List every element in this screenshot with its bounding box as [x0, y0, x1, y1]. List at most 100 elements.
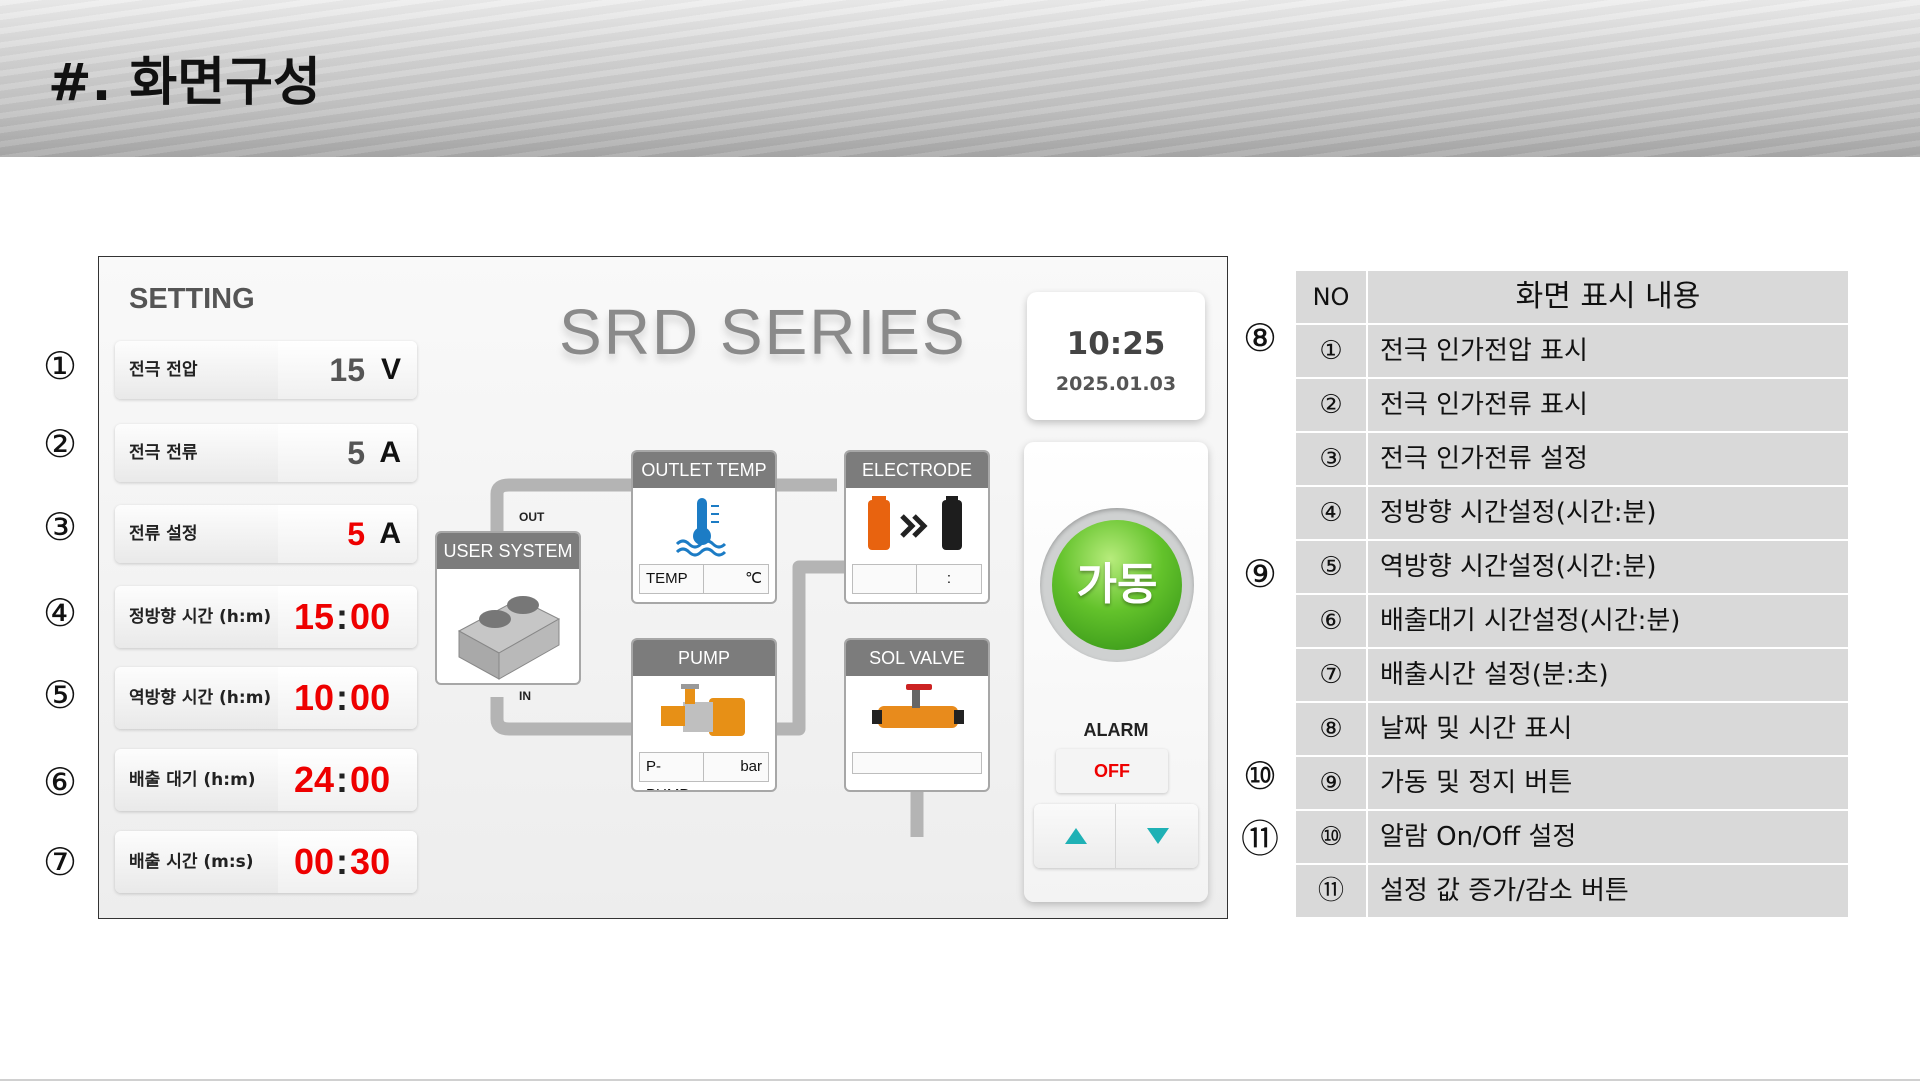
current-setting-input[interactable]: 5 A [278, 505, 417, 563]
clock-panel: 10:25 2025.01.03 [1027, 292, 1205, 420]
row-label: 전극 전압 [129, 360, 198, 380]
row-label: 정방향 시간 (h:m) [129, 607, 272, 627]
drain-wait-input[interactable]: 24:00 [278, 749, 417, 811]
electrode-icon [868, 496, 962, 550]
hours: 10 [294, 677, 335, 718]
control-panel: 가동 ALARM OFF [1024, 442, 1208, 902]
row-forward-time[interactable]: 정방향 시간 (h:m) 15:00 [115, 586, 417, 648]
electrode-field [853, 565, 917, 593]
row-desc: 배출대기 시간설정(시간:분) [1368, 595, 1848, 647]
card-title: OUTLET TEMP [633, 452, 775, 488]
marker-11: ⑪ [1240, 817, 1279, 861]
alarm-toggle-button[interactable]: OFF [1056, 749, 1168, 793]
hmi-screen: SETTING 전극 전압 15 V 전극 전류 5 A 전류 설정 5 A 정… [98, 256, 1228, 919]
bottom-divider [0, 1079, 1920, 1081]
row-no: ③ [1296, 433, 1366, 485]
increase-button[interactable] [1034, 804, 1116, 868]
row-no: ④ [1296, 487, 1366, 539]
clock-date: 2025.01.03 [1055, 373, 1177, 395]
pump-icon [661, 684, 745, 736]
row-no: ② [1296, 379, 1366, 431]
marker-6: ⑥ [42, 760, 78, 804]
row-label: 전류 설정 [129, 524, 198, 544]
pipe-pump-electrode [759, 560, 844, 736]
header-no: NO [1296, 271, 1366, 323]
row-label: 전극 전류 [129, 443, 198, 463]
row-desc: 배출시간 설정(분:초) [1368, 649, 1848, 701]
row-electrode-voltage: 전극 전압 15 V [115, 341, 417, 399]
forward-time-input[interactable]: 15:00 [278, 586, 417, 648]
row-desc: 날짜 및 시간 표시 [1368, 703, 1848, 755]
arrow-down-icon [1147, 828, 1169, 844]
hours: 24 [294, 759, 335, 800]
minutes: 00 [350, 759, 391, 800]
electrode-card: ELECTRODE : [844, 450, 990, 604]
value-box: 5 A [278, 424, 417, 482]
pump-readout: P-PUMP bar [639, 752, 769, 790]
card-title: PUMP [633, 640, 775, 676]
colon: : [336, 841, 349, 882]
thermometer-icon [675, 498, 727, 557]
pump-unit: bar [740, 758, 762, 775]
marker-9: ⑨ [1242, 552, 1278, 596]
row-electrode-current: 전극 전류 5 A [115, 424, 417, 482]
user-system-card: USER SYSTEM [435, 531, 581, 685]
marker-4: ④ [42, 591, 78, 635]
drain-time-input[interactable]: 00:30 [278, 831, 417, 893]
decrease-button[interactable] [1116, 804, 1198, 868]
marker-8: ⑧ [1242, 316, 1278, 360]
pump-field-label: P-PUMP [640, 753, 704, 790]
row-desc: 전극 인가전류 표시 [1368, 379, 1848, 431]
current-setting-value: 5 [347, 516, 365, 552]
out-label: OUT [519, 510, 545, 524]
row-drain-wait[interactable]: 배출 대기 (h:m) 24:00 [115, 749, 417, 811]
row-current-setting[interactable]: 전류 설정 5 A [115, 505, 417, 563]
colon: : [336, 596, 349, 637]
minutes: 00 [350, 596, 391, 637]
unit-label: V [380, 353, 401, 386]
unit-label: A [379, 436, 401, 469]
colon: : [336, 677, 349, 718]
series-title: SRD SERIES [559, 296, 967, 368]
header-band [0, 0, 1920, 157]
row-no: ⑧ [1296, 703, 1366, 755]
page-title: #. 화면구성 [48, 53, 321, 113]
row-drain-time[interactable]: 배출 시간 (m:s) 00:30 [115, 831, 417, 893]
colon: : [336, 759, 349, 800]
temp-unit: ℃ [745, 570, 762, 587]
valve-readout [852, 752, 982, 774]
marker-3: ③ [42, 505, 78, 549]
in-label: IN [519, 689, 531, 703]
row-no: ⑥ [1296, 595, 1366, 647]
minutes: 00 [294, 841, 335, 882]
temp-field-label: TEMP [640, 565, 704, 593]
row-no: ⑨ [1296, 757, 1366, 809]
marker-10: ⑩ [1242, 754, 1278, 798]
setting-title: SETTING [129, 283, 255, 315]
run-button-ring: 가동 [1040, 508, 1194, 662]
marker-7: ⑦ [42, 840, 78, 884]
row-desc: 전극 인가전압 표시 [1368, 325, 1848, 377]
pipe-top [490, 478, 837, 537]
row-no: ⑪ [1296, 865, 1366, 917]
reverse-time-input[interactable]: 10:00 [278, 667, 417, 729]
run-button[interactable]: 가동 [1052, 520, 1182, 650]
seconds: 30 [350, 841, 391, 882]
card-title: SOL VALVE [846, 640, 988, 676]
marker-2: ② [42, 422, 78, 466]
chiller-icon [457, 596, 561, 680]
card-title: ELECTRODE [846, 452, 988, 488]
increment-decrement-group [1034, 804, 1198, 868]
row-reverse-time[interactable]: 역방향 시간 (h:m) 10:00 [115, 667, 417, 729]
